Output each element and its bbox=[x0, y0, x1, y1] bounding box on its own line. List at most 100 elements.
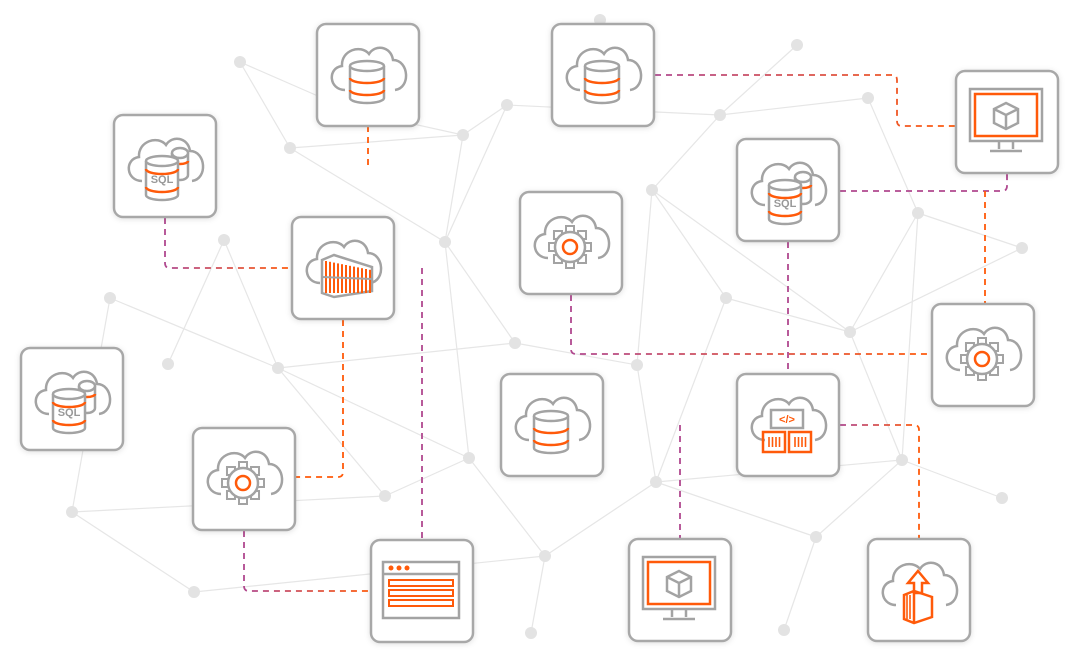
network-edge bbox=[277, 342, 516, 369]
gear-cloud-3-node[interactable] bbox=[191, 426, 297, 532]
network-dot bbox=[66, 506, 78, 518]
cloud-icon bbox=[565, 46, 643, 92]
cloud-icon bbox=[330, 46, 408, 92]
network-edge bbox=[651, 189, 851, 333]
upload-cloud-node[interactable] bbox=[866, 537, 972, 643]
connection-line bbox=[570, 295, 932, 355]
node-card bbox=[866, 537, 972, 643]
connections bbox=[124, 74, 1008, 592]
network-dot bbox=[714, 109, 726, 121]
network-dot bbox=[720, 292, 732, 304]
network-dot bbox=[862, 92, 874, 104]
gear-cloud-1-node[interactable] bbox=[518, 190, 624, 296]
sql-label: SQL bbox=[774, 198, 797, 210]
network-edge bbox=[849, 331, 903, 461]
network-edge bbox=[71, 511, 195, 593]
gear-icon bbox=[221, 461, 265, 505]
network-dot bbox=[509, 337, 521, 349]
gear-icon bbox=[548, 225, 592, 269]
monitor-cube-icon bbox=[641, 555, 717, 621]
db-cloud-1-node[interactable] bbox=[315, 22, 421, 128]
monitor-cube-icon bbox=[968, 87, 1044, 153]
browser-window-node[interactable] bbox=[369, 538, 475, 644]
connection-line bbox=[840, 424, 920, 539]
network-dot bbox=[1016, 242, 1028, 254]
connection-line bbox=[243, 531, 371, 592]
container-cloud-node[interactable] bbox=[290, 215, 396, 321]
network-dot bbox=[501, 99, 513, 111]
sql-cloud-1-node[interactable]: SQL bbox=[112, 113, 218, 219]
cloud-icon bbox=[750, 161, 828, 207]
network-dot bbox=[844, 326, 856, 338]
database-icon bbox=[348, 59, 386, 105]
network-dot bbox=[539, 550, 551, 562]
gear-cloud-2-node[interactable] bbox=[930, 302, 1036, 408]
network-edge bbox=[289, 134, 464, 149]
connection-line bbox=[655, 74, 956, 127]
network-edge bbox=[444, 104, 508, 243]
network-dot bbox=[234, 56, 246, 68]
connection-line bbox=[296, 320, 344, 478]
db-cloud-3-node[interactable] bbox=[499, 372, 605, 478]
network-edge bbox=[239, 61, 291, 149]
code-cloud-node[interactable]: </> bbox=[735, 372, 841, 478]
network-edge bbox=[849, 247, 1023, 333]
monitor-1-node[interactable] bbox=[954, 69, 1060, 175]
network-edge bbox=[468, 457, 546, 557]
network-dot bbox=[631, 359, 643, 371]
network-dot bbox=[650, 476, 662, 488]
network-dot bbox=[272, 362, 284, 374]
network-dot bbox=[778, 624, 790, 636]
network-edge bbox=[277, 367, 386, 497]
nodes: SQL SQL SQL </> bbox=[19, 22, 1060, 644]
network-edge bbox=[462, 104, 508, 136]
network-edge bbox=[725, 297, 851, 333]
network-edge bbox=[849, 212, 919, 333]
cloud-upload-container-icon bbox=[902, 569, 934, 625]
sql-database-icon: SQL bbox=[144, 146, 190, 202]
network-edge bbox=[636, 189, 653, 366]
gear-icon bbox=[960, 337, 1004, 381]
network-edge bbox=[193, 555, 546, 593]
network-edge bbox=[917, 212, 1023, 249]
connection-line bbox=[840, 174, 1008, 192]
network-edge bbox=[719, 44, 798, 116]
monitor-2-node[interactable] bbox=[627, 537, 733, 643]
network-dot bbox=[896, 454, 908, 466]
network-edge bbox=[655, 297, 727, 483]
background-network bbox=[66, 14, 1028, 639]
cloud-icon bbox=[945, 326, 1023, 372]
network-edge bbox=[901, 459, 1003, 499]
network-dot bbox=[188, 586, 200, 598]
db-cloud-2-node[interactable] bbox=[550, 22, 656, 128]
network-dot bbox=[646, 184, 658, 196]
network-dot bbox=[218, 234, 230, 246]
code-label: </> bbox=[779, 414, 795, 426]
network-edge bbox=[530, 555, 546, 634]
sql-cloud-2-node[interactable]: SQL bbox=[735, 137, 841, 243]
network-dot bbox=[791, 39, 803, 51]
network-edge bbox=[444, 134, 464, 243]
network-dot bbox=[525, 627, 537, 639]
cloud-icon bbox=[750, 396, 828, 442]
network-edge bbox=[223, 239, 279, 369]
network-edge bbox=[867, 97, 919, 214]
network-dot bbox=[284, 142, 296, 154]
network-edge bbox=[636, 364, 657, 483]
network-edge bbox=[514, 342, 638, 366]
network-edge bbox=[815, 459, 903, 538]
network-edge bbox=[444, 241, 516, 344]
network-edge bbox=[783, 536, 817, 631]
network-dot bbox=[162, 358, 174, 370]
sql-cloud-3-node[interactable]: SQL bbox=[19, 346, 125, 452]
network-edge bbox=[384, 457, 470, 497]
code-deploy-icon: </> bbox=[761, 408, 813, 454]
network-edge bbox=[651, 114, 721, 191]
network-edge bbox=[109, 297, 279, 369]
network-edge bbox=[289, 147, 446, 243]
sql-database-icon: SQL bbox=[767, 170, 813, 226]
cloud-icon bbox=[127, 137, 205, 183]
cloud-icon bbox=[305, 239, 383, 285]
cloud-icon bbox=[881, 561, 959, 607]
network-edge bbox=[901, 212, 919, 461]
